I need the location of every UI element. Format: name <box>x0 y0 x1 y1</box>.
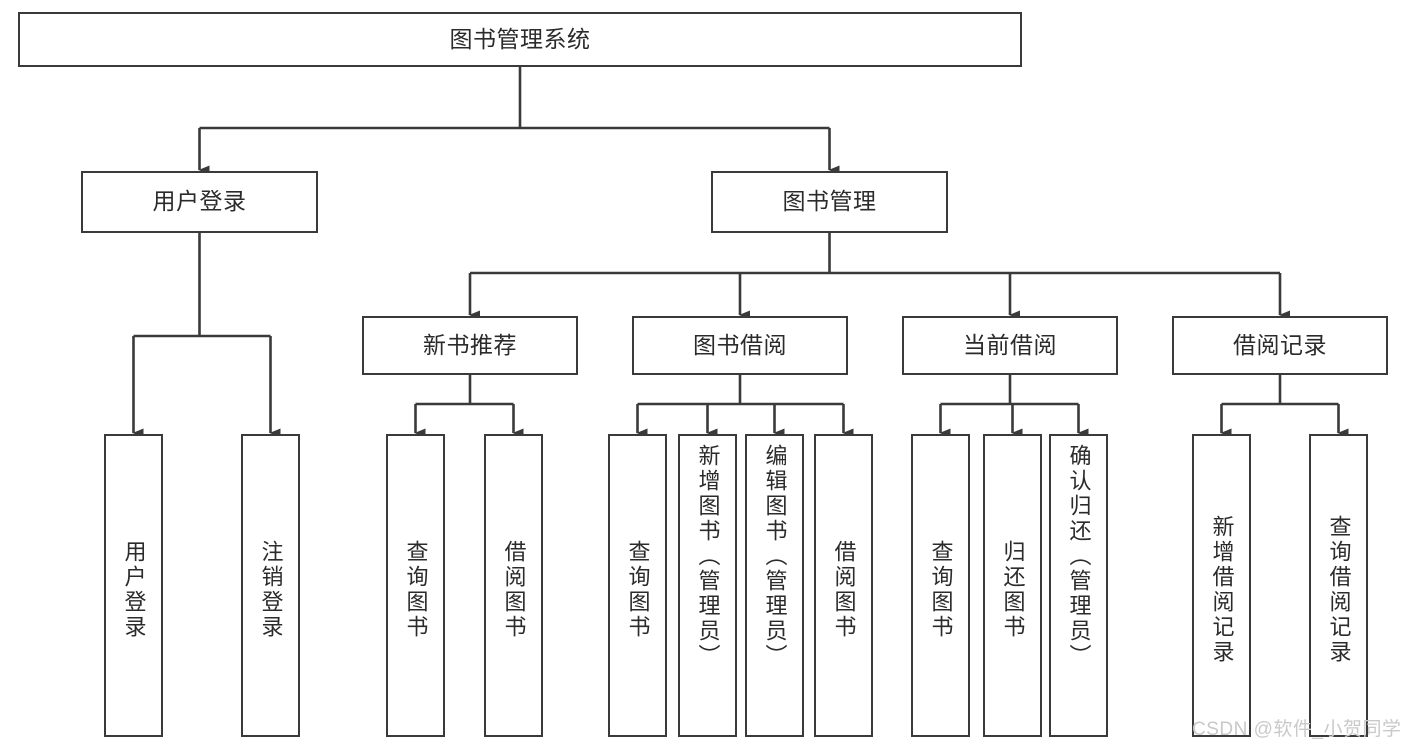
node-label: 查询图书 <box>403 539 429 640</box>
leaf-logout-login[interactable]: 注销登录 <box>241 434 300 737</box>
node-label: 注销登录 <box>258 539 284 640</box>
node-user-login[interactable]: 用户登录 <box>81 171 318 233</box>
node-label: 查询图书 <box>928 539 954 640</box>
leaf-query-book-current[interactable]: 查询图书 <box>911 434 970 737</box>
node-label: 新书推荐 <box>423 331 517 358</box>
node-label: 查询借阅记录 <box>1326 514 1352 665</box>
node-label: 当前借阅 <box>963 331 1057 358</box>
leaf-edit-book-admin[interactable]: 编辑图书（管理员） <box>745 434 804 737</box>
leaf-user-login[interactable]: 用户登录 <box>104 434 163 737</box>
node-label: 新增借阅记录 <box>1209 514 1235 665</box>
node-label: 查询图书 <box>625 539 651 640</box>
node-label: 确认归还（管理员） <box>1066 444 1092 669</box>
node-book-manage[interactable]: 图书管理 <box>711 171 948 233</box>
leaf-query-book-borrow[interactable]: 查询图书 <box>608 434 667 737</box>
node-label: 用户登录 <box>121 539 147 640</box>
leaf-query-borrow-record[interactable]: 查询借阅记录 <box>1309 434 1368 737</box>
node-root[interactable]: 图书管理系统 <box>18 12 1022 67</box>
node-new-book-recommend[interactable]: 新书推荐 <box>362 316 578 375</box>
leaf-add-borrow-record[interactable]: 新增借阅记录 <box>1192 434 1251 737</box>
leaf-confirm-return-admin[interactable]: 确认归还（管理员） <box>1049 434 1108 737</box>
node-label: 新增图书（管理员） <box>695 444 721 669</box>
leaf-borrow-book-rec[interactable]: 借阅图书 <box>484 434 543 737</box>
node-label: 归还图书 <box>1000 539 1026 640</box>
node-borrow-record[interactable]: 借阅记录 <box>1172 316 1388 375</box>
node-current-borrow[interactable]: 当前借阅 <box>902 316 1118 375</box>
node-label: 用户登录 <box>152 188 247 215</box>
node-label: 借阅图书 <box>501 539 527 640</box>
node-book-borrow[interactable]: 图书借阅 <box>632 316 848 375</box>
leaf-borrow-book[interactable]: 借阅图书 <box>814 434 873 737</box>
node-label: 借阅记录 <box>1233 331 1327 358</box>
leaf-add-book-admin[interactable]: 新增图书（管理员） <box>678 434 737 737</box>
leaf-query-book-rec[interactable]: 查询图书 <box>386 434 445 737</box>
node-label: 借阅图书 <box>831 539 857 640</box>
node-label: 编辑图书（管理员） <box>762 444 788 669</box>
node-label: 图书管理 <box>782 188 877 215</box>
leaf-return-book[interactable]: 归还图书 <box>983 434 1042 737</box>
connector-lines <box>132 67 1349 438</box>
node-label: 图书借阅 <box>693 331 787 358</box>
node-label: 图书管理系统 <box>449 25 591 52</box>
